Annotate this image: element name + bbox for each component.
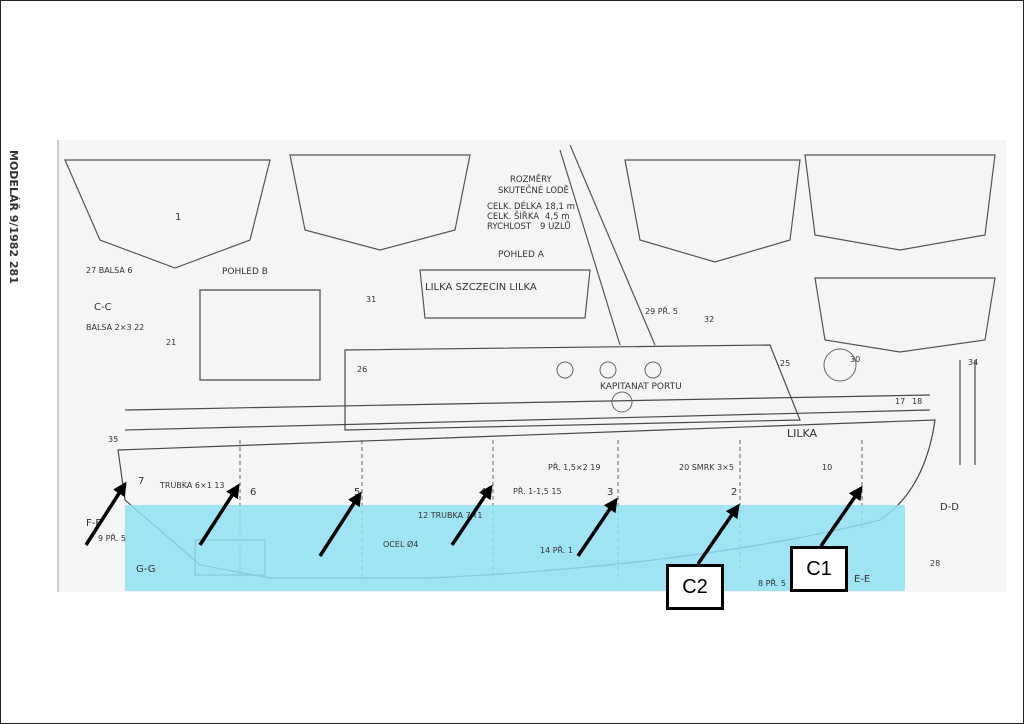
specs-subtitle: SKUTEČNÉ LODĚ <box>498 184 569 196</box>
arrow-frame-3 <box>576 497 618 557</box>
part-label: 17 <box>895 397 905 406</box>
view-a-label: POHLED A <box>498 250 545 260</box>
portholes <box>556 348 857 413</box>
part-label: 31 <box>366 295 376 304</box>
arrow-frame-2 <box>696 503 740 565</box>
margin-caption: MODELÁŘ 9/1982 281 <box>7 150 20 284</box>
part-label: 35 <box>108 435 118 444</box>
section-ff-label: F-F <box>86 518 101 529</box>
section-dd-label: D-D <box>940 502 959 513</box>
part-label: 14 PŘ. 1 <box>540 545 573 555</box>
specs-title: ROZMĚRY <box>510 173 552 185</box>
view-b-label: POHLED B <box>222 267 268 277</box>
part-label: PŘ. 1,5×2 19 <box>548 462 600 472</box>
sign-board-text: LILKA SZCZECIN LILKA <box>425 282 537 293</box>
part-label: 18 <box>912 397 922 406</box>
section-number: 1 <box>175 212 181 223</box>
part-label: 27 BALSA 6 <box>86 266 132 275</box>
arrow-frame-1 <box>819 485 863 547</box>
frame-number: 6 <box>250 487 256 498</box>
part-label: 21 <box>166 338 176 347</box>
spec-label: CELK. DÉLKA <box>487 200 542 212</box>
cabin-sign: KAPITANAT PORTU <box>600 382 682 392</box>
section-gg-label: G-G <box>136 564 155 575</box>
part-label: 10 <box>822 463 832 472</box>
part-label: 9 PŘ. 5 <box>98 533 126 543</box>
part-label: 30 <box>850 355 860 364</box>
callout-arrows <box>84 481 863 565</box>
arrow-frame-5 <box>318 491 362 557</box>
spec-value: 4,5 m <box>545 212 570 222</box>
bow-name: LILKA <box>787 427 818 440</box>
part-label: PŘ. 1-1,5 15 <box>513 486 562 496</box>
section-cc-label: C-C <box>94 302 112 313</box>
part-label: 12 TRUBKA 7×1 <box>418 511 483 520</box>
hull-sections <box>64 144 996 353</box>
spec-label: CELK. ŠÍŘKA <box>487 210 539 222</box>
spec-label: RYCHLOST <box>487 222 532 232</box>
arrow-frame-6 <box>198 483 240 546</box>
frame-number: 3 <box>607 487 613 498</box>
part-label: 29 PŘ. 5 <box>645 306 678 316</box>
spec-value: 18,1 m <box>545 202 575 212</box>
part-label: 25 <box>780 359 790 368</box>
part-label: 20 SMRK 3×5 <box>679 463 734 472</box>
part-labels: TRUBKA 6×1 13 12 TRUBKA 7×1 9 PŘ. 5 14 P… <box>86 266 978 588</box>
part-label: 26 <box>357 365 367 374</box>
callout-c1: C1 <box>790 546 848 592</box>
part-label: BALSA 2×3 22 <box>86 323 144 332</box>
arrow-frame-7 <box>84 481 127 546</box>
section-ee-label: E-E <box>854 574 870 585</box>
part-label: 28 <box>930 559 940 568</box>
part-label: TRUBKA 6×1 13 <box>159 481 225 490</box>
part-label: 8 PŘ. 5 <box>758 578 786 588</box>
spec-value: 9 UZLŮ <box>540 220 571 232</box>
callout-c2: C2 <box>666 564 724 610</box>
frame-number: 2 <box>731 487 737 498</box>
part-label: 32 <box>704 315 714 324</box>
underwater-highlight <box>125 505 905 591</box>
part-label: OCEL Ø4 <box>383 539 418 549</box>
part-label: 34 <box>968 358 978 367</box>
arrow-frame-4 <box>450 484 493 546</box>
frame-number: 7 <box>138 476 144 487</box>
